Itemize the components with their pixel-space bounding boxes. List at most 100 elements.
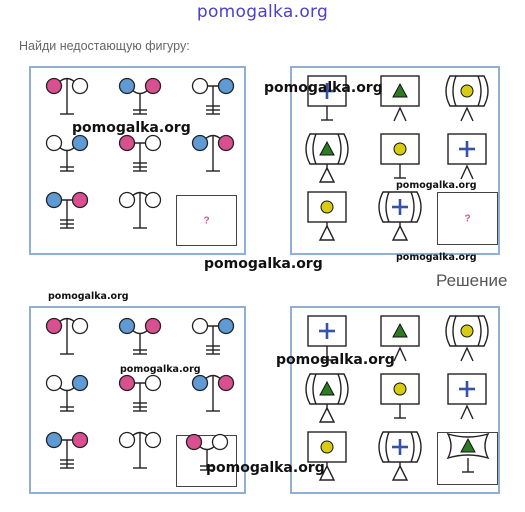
balance-figure-r3-c1 (45, 431, 89, 469)
left-circle (45, 191, 63, 209)
balance-figure-r3-c2 (118, 431, 162, 469)
yellow-circle (393, 142, 407, 156)
green-triangle (392, 82, 408, 98)
left-circle (118, 317, 136, 335)
balance-figure-r1-c1 (45, 77, 89, 115)
right-circle (144, 431, 162, 449)
right-circle (71, 134, 89, 152)
right-circle (71, 431, 89, 449)
left-circle (118, 134, 136, 152)
right-circle (144, 374, 162, 392)
missing-figure-box-left[interactable]: ? (176, 195, 237, 246)
green-triangle (460, 437, 476, 453)
right-circle (71, 317, 89, 335)
watermark: pomogalka.org (396, 180, 477, 191)
balance-figure-r3-c1 (45, 191, 89, 229)
left-circle (45, 77, 63, 95)
left-circle (191, 134, 209, 152)
balance-figure-r2-c1 (45, 374, 89, 412)
left-circle (191, 317, 209, 335)
balance-figure-r3-c2 (118, 191, 162, 229)
yellow-circle (460, 84, 474, 98)
frame-figure-r2-c3 (447, 373, 487, 420)
balance-figure-r1-c3 (191, 77, 235, 115)
right-circle (71, 374, 89, 392)
right-circle (144, 191, 162, 209)
blue-plus (392, 199, 408, 215)
watermark: pomogalka.org (204, 256, 323, 272)
balance-figure-r2-c3 (191, 374, 235, 412)
frame-figure-r2-c1 (305, 133, 349, 183)
right-circle (217, 374, 235, 392)
frame-figure-r1-c2 (380, 315, 420, 362)
balance-figure-r2-c1 (45, 134, 89, 172)
frame-figure-r2-c1 (305, 373, 349, 423)
left-circle (45, 134, 63, 152)
frame-figure-r2-c3 (447, 133, 487, 180)
balance-figure-r1-c2 (118, 317, 162, 355)
yellow-circle (393, 382, 407, 396)
right-circle (217, 317, 235, 335)
blue-plus (319, 323, 335, 339)
instruction-text: Найди недостающую фигуру: (19, 39, 190, 53)
frame-figure-r2-c2 (380, 133, 420, 179)
yellow-circle (320, 200, 334, 214)
watermark: pomogalka.org (276, 352, 395, 368)
left-circle (45, 317, 63, 335)
watermark: pomogalka.org (48, 291, 129, 302)
yellow-circle (460, 324, 474, 338)
balance-figure-r2-c2 (118, 374, 162, 412)
blue-plus (459, 381, 475, 397)
left-circle (191, 77, 209, 95)
left-circle (118, 431, 136, 449)
left-circle (185, 433, 203, 451)
watermark: pomogalka.org (396, 252, 477, 263)
balance-figure-r1-c2 (118, 77, 162, 115)
frame-figure-answer (446, 432, 490, 473)
balance-figure-answer (185, 433, 229, 471)
site-header[interactable]: pomogalka.org (196, 2, 329, 22)
frame-figure-r1-c3 (445, 315, 489, 362)
solution-label: Решение (436, 271, 508, 290)
left-circle (118, 191, 136, 209)
green-triangle (319, 140, 335, 156)
left-circle (118, 374, 136, 392)
green-triangle (392, 322, 408, 338)
missing-figure-box-right[interactable]: ? (437, 192, 498, 245)
question-mark: ? (464, 213, 471, 224)
balance-figure-r1-c1 (45, 317, 89, 355)
frame-figure-r2-c2 (380, 373, 420, 419)
watermark: pomogalka.org (206, 460, 325, 476)
question-mark: ? (203, 215, 210, 226)
right-circle (71, 77, 89, 95)
balance-figure-r1-c3 (191, 317, 235, 355)
balance-figure-r2-c2 (118, 134, 162, 172)
frame-figure-r1-c2 (380, 75, 420, 122)
frame-figure-r3-c2 (378, 191, 422, 241)
right-circle (144, 77, 162, 95)
right-circle (217, 134, 235, 152)
right-circle (144, 317, 162, 335)
balance-figure-r2-c3 (191, 134, 235, 172)
right-circle (217, 77, 235, 95)
right-circle (211, 433, 229, 451)
frame-figure-r3-c2 (378, 431, 422, 481)
frame-figure-r1-c1 (307, 75, 347, 121)
blue-plus (319, 83, 335, 99)
frame-figure-r1-c3 (445, 75, 489, 122)
left-circle (118, 77, 136, 95)
frame-figure-r3-c1 (307, 431, 347, 481)
watermark: pomogalka.org (72, 120, 191, 136)
blue-plus (392, 439, 408, 455)
green-triangle (319, 380, 335, 396)
frame-figure-r3-c1 (307, 191, 347, 241)
watermark: pomogalka.org (264, 80, 383, 96)
frame-figure-r1-c1 (307, 315, 347, 361)
watermark: pomogalka.org (120, 364, 201, 375)
left-circle (45, 431, 63, 449)
yellow-circle (320, 440, 334, 454)
right-circle (144, 134, 162, 152)
blue-plus (459, 141, 475, 157)
left-circle (191, 374, 209, 392)
right-circle (71, 191, 89, 209)
